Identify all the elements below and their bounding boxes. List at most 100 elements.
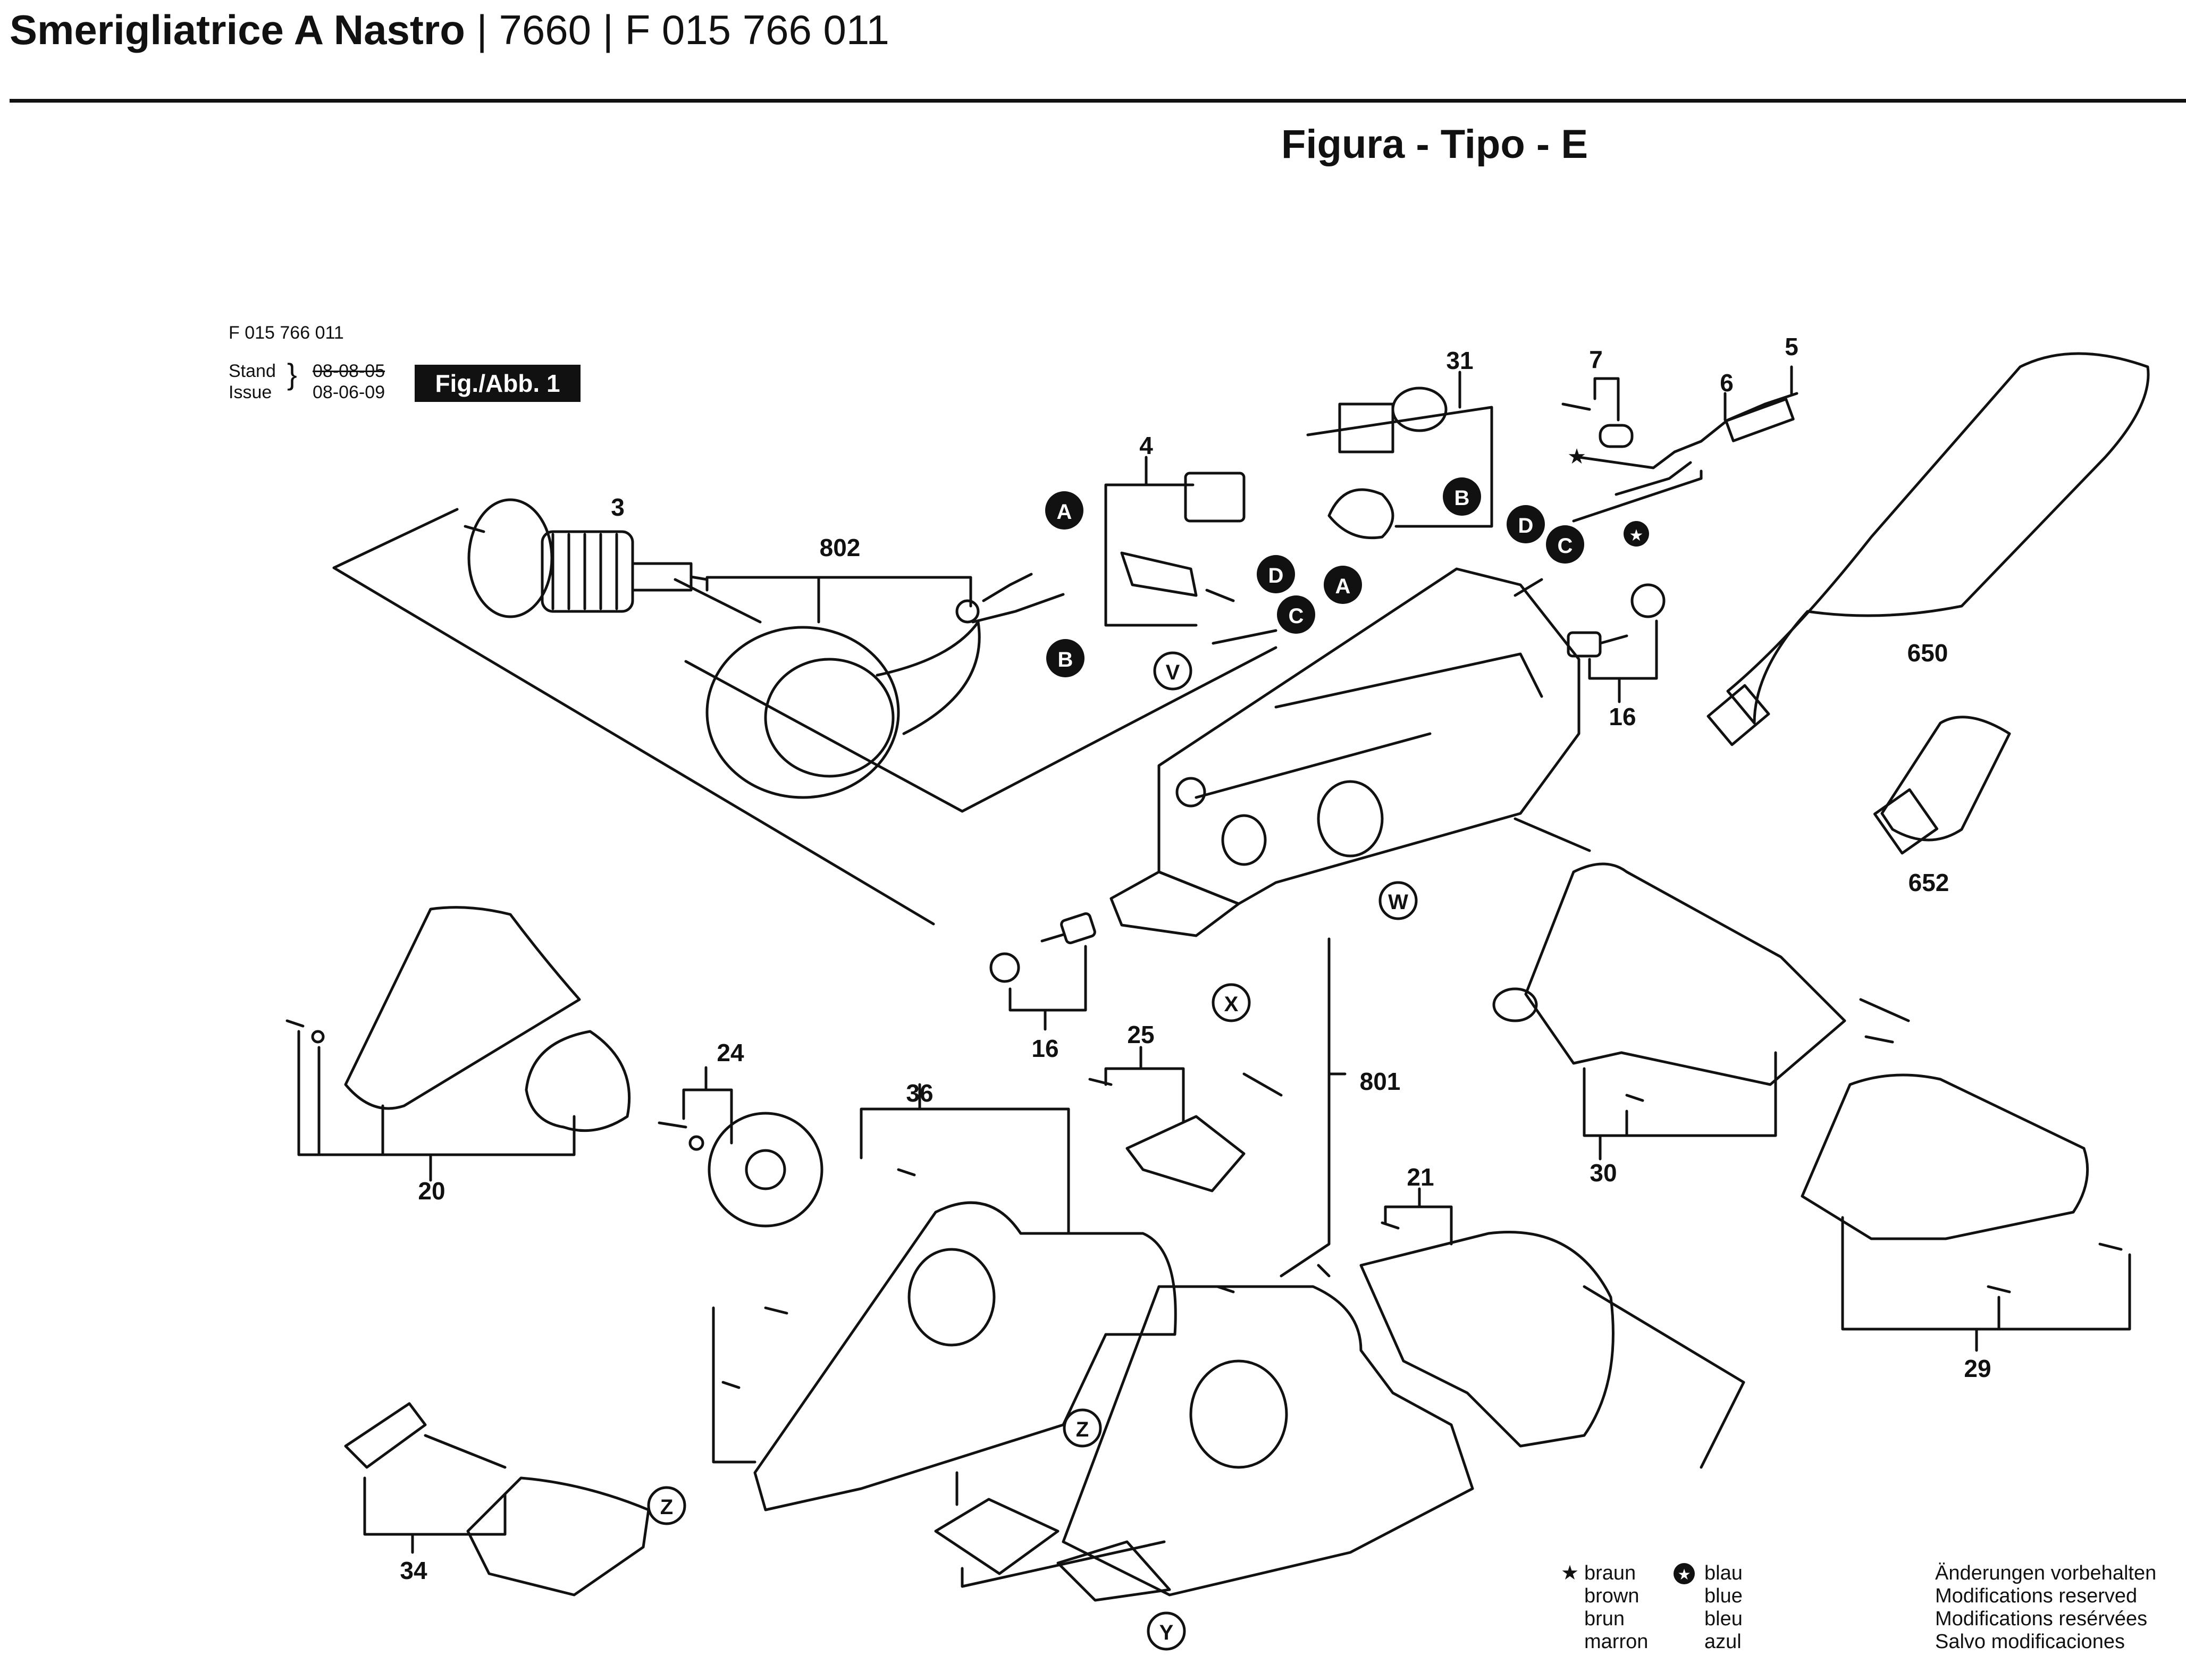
brush-part	[1567, 583, 1666, 658]
part-number: F 015 766 011	[625, 6, 889, 53]
connector-b-badge: B	[1046, 639, 1084, 677]
cable-part	[1561, 392, 1798, 496]
legend-blue-es: azul	[1704, 1631, 1742, 1653]
leader-line	[1583, 1051, 1777, 1137]
blue-star-icon: ★	[1674, 1563, 1695, 1584]
housing-left-part	[721, 1168, 1177, 1511]
legend-brown-fr: brun	[1584, 1608, 1625, 1630]
figure-title: Figura - Tipo - E	[1281, 122, 1588, 167]
leader-line	[961, 1540, 1166, 1588]
figure-badge: Fig./Abb. 1	[415, 365, 581, 402]
part-label: 31	[1446, 347, 1473, 374]
svg-text:D: D	[1268, 564, 1284, 587]
connector-x-badge: X	[1212, 983, 1251, 1022]
svg-text:★: ★	[1629, 526, 1644, 545]
svg-text:D: D	[1518, 514, 1534, 537]
svg-text:W: W	[1388, 891, 1408, 914]
leader-line	[1841, 1216, 2131, 1331]
svg-text:V: V	[1166, 661, 1180, 684]
leader-line	[1104, 483, 1195, 627]
svg-text:★: ★	[1677, 1566, 1691, 1583]
connector-w-badge: W	[1378, 881, 1418, 920]
leader-line	[1572, 469, 1703, 523]
switch-part	[1120, 472, 1246, 602]
part-label: 802	[820, 534, 861, 561]
part-label: 6	[1720, 369, 1734, 397]
leader-line	[1212, 629, 1277, 645]
modifications-notice: Änderungen vorbehalten Modifications res…	[1935, 1562, 2156, 1653]
connector-c-badge: C	[1546, 525, 1584, 564]
leader-line	[1104, 1067, 1185, 1123]
connector-a-badge: A	[1045, 491, 1083, 530]
meta-issue-date: 08-06-09	[313, 382, 385, 402]
connector-c-badge: C	[1277, 595, 1315, 634]
part-label: 36	[906, 1079, 933, 1107]
leader-line	[1008, 945, 1087, 1012]
model-number: 7660	[499, 6, 591, 53]
part-labels: 3 802 4 31 7 6 5 650 652 16 16 25 24 36 …	[400, 333, 1991, 1584]
leader-line	[332, 508, 935, 926]
part-label: 25	[1127, 1021, 1154, 1048]
leader-line	[1593, 377, 1620, 422]
part-label: 24	[717, 1039, 744, 1066]
svg-text:Z: Z	[1076, 1418, 1089, 1441]
leader-line	[712, 1381, 756, 1464]
notice-fr: Modifications resérvées	[1935, 1608, 2148, 1630]
armature-part	[464, 498, 709, 618]
legend-brown-es: marron	[1584, 1631, 1649, 1653]
belt-guard-part	[285, 906, 631, 1132]
rear-handle-part	[1801, 1073, 2123, 1293]
blue-wire-marker: ★	[1624, 521, 1649, 547]
meta-brace: }	[287, 357, 297, 391]
meta-issue-label: Issue	[229, 382, 272, 402]
legend-brown: braun brown brun marron	[1584, 1562, 1648, 1653]
leader-line	[1242, 1072, 1283, 1097]
svg-text:B: B	[1058, 648, 1073, 671]
connector-y-badge: Y	[1147, 1611, 1186, 1651]
housing-right-part	[1056, 1285, 1474, 1602]
motor-housing-part	[1109, 567, 1580, 937]
brush-part	[989, 912, 1096, 983]
connector-z-badge: Z	[1063, 1408, 1102, 1448]
connector-d-badge: D	[1257, 555, 1295, 593]
svg-text:A: A	[1057, 500, 1072, 524]
svg-text:B: B	[1454, 486, 1470, 510]
part-label: 5	[1785, 333, 1798, 360]
handle-cover-part	[1359, 1221, 1615, 1448]
page-header: Smerigliatrice A Nastro | 7660 | F 015 7…	[10, 3, 889, 56]
capacitor-part	[1327, 387, 1448, 540]
svg-text:Y: Y	[1159, 1621, 1174, 1644]
leader-line	[682, 1088, 733, 1145]
leader-line	[363, 1476, 507, 1536]
part-label: 29	[1964, 1355, 1991, 1382]
meta-code: F 015 766 011	[229, 323, 344, 343]
part-label: 3	[611, 493, 625, 521]
legend-blue-de: blau	[1704, 1562, 1743, 1584]
notice-de: Änderungen vorbehalten	[1935, 1562, 2157, 1584]
svg-text:C: C	[1289, 604, 1304, 628]
dust-bag-part	[1706, 352, 2150, 746]
leader-line	[860, 1107, 1070, 1235]
header-rule	[10, 99, 2186, 103]
leader-line	[1583, 1285, 1745, 1469]
leader-line	[297, 1030, 576, 1156]
field-coil-part	[674, 573, 1065, 799]
leader-line	[1588, 619, 1658, 680]
leader-line	[705, 576, 972, 608]
pulley-part	[658, 1112, 823, 1228]
header-separator: |	[476, 6, 487, 53]
part-label: 4	[1139, 432, 1153, 459]
meta-stand-label: Stand	[229, 361, 276, 381]
connector-z-badge: Z	[647, 1486, 686, 1525]
dust-adapter-part	[1873, 716, 2011, 855]
legend-brown-symbol: ★	[1561, 1562, 1579, 1584]
part-label: 7	[1589, 346, 1603, 373]
cover-part	[1492, 862, 1910, 1102]
part-label: 20	[418, 1177, 445, 1205]
leader-line	[1384, 1205, 1453, 1246]
part-label: 801	[1360, 1068, 1401, 1095]
part-label: 21	[1407, 1163, 1434, 1191]
leader-line	[1317, 1264, 1331, 1278]
part-label: 650	[1907, 639, 1948, 667]
connector-d-badge: D	[1507, 505, 1545, 543]
